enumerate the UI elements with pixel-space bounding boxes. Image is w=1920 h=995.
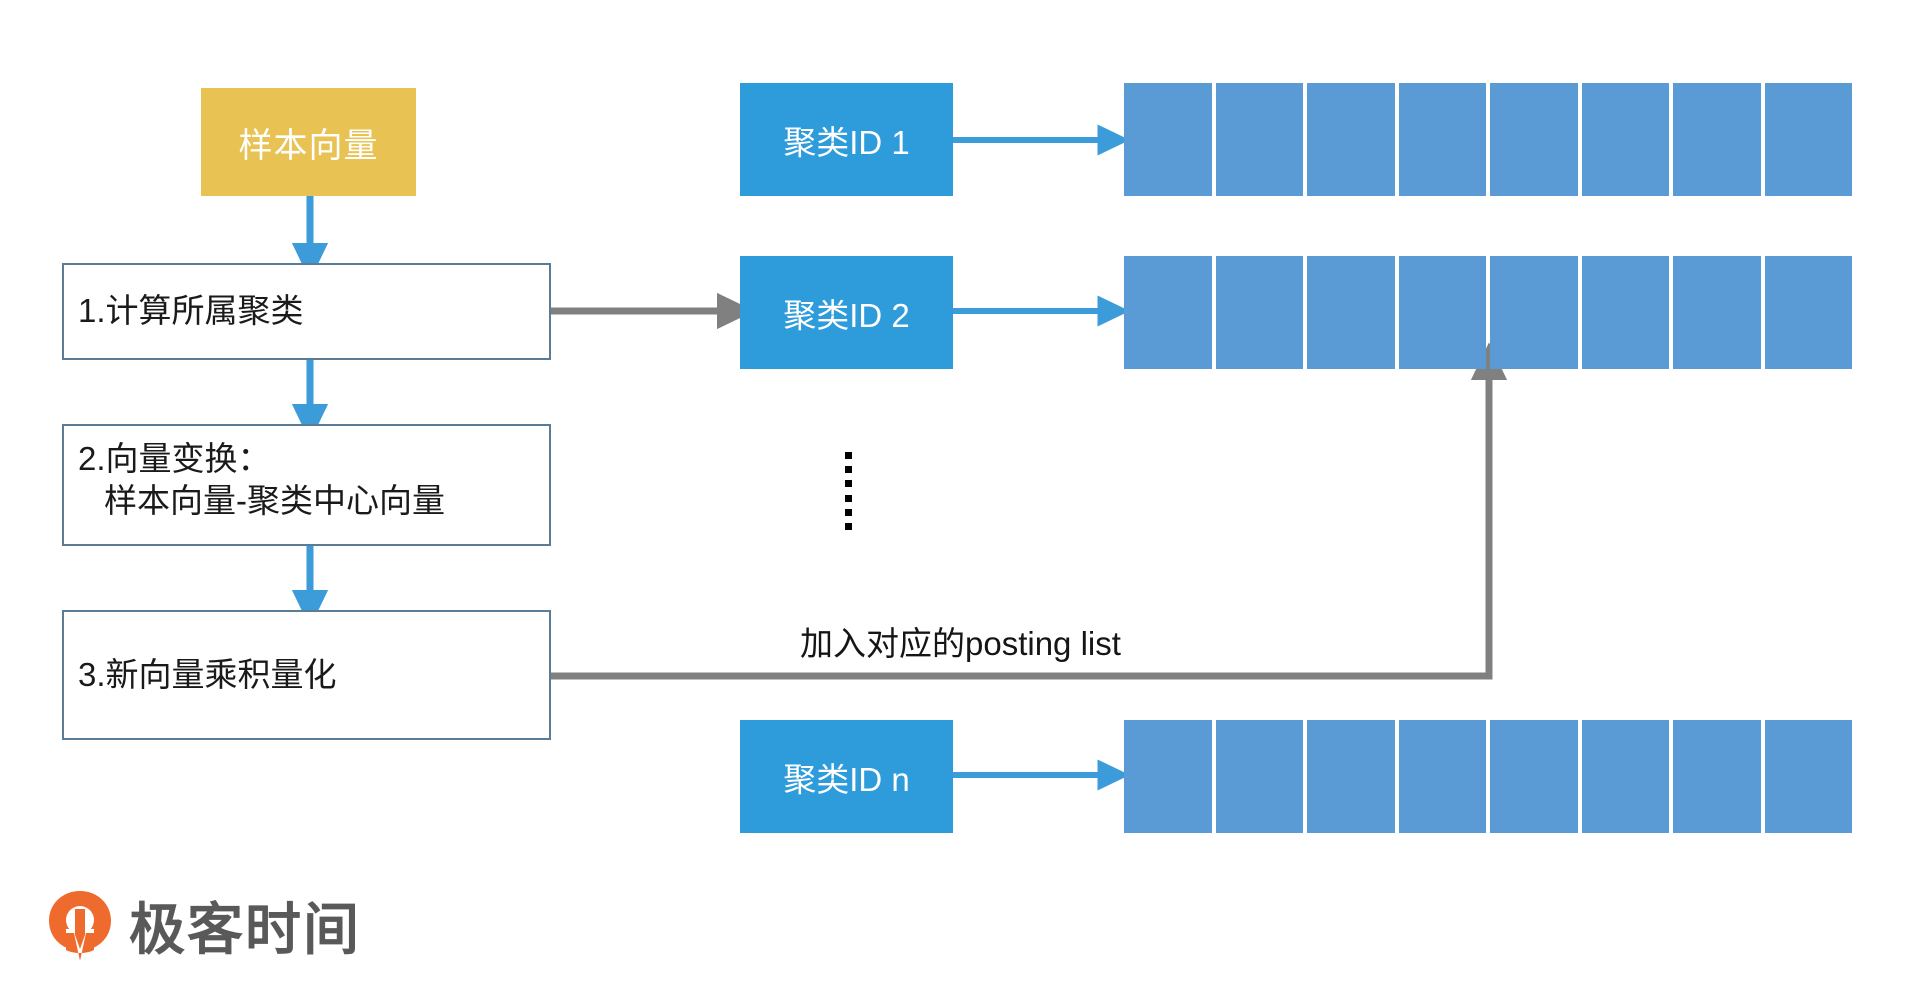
posting-list-cell[interactable] [1673, 83, 1761, 196]
sample-vector-label: 样本向量 [238, 126, 379, 165]
sample-vector-box[interactable]: 样本向量 [201, 88, 416, 196]
posting-list-cell[interactable] [1581, 83, 1669, 196]
step-box-2-label-line2: 样本向量-聚类中心向量 [104, 482, 445, 520]
posting-list-cell[interactable] [1124, 720, 1212, 833]
posting-list-cell[interactable] [1581, 256, 1669, 369]
ellipsis-dot [844, 494, 852, 502]
posting-list-cell[interactable] [1307, 256, 1395, 369]
step-box-1[interactable]: 1.计算所属聚类 [62, 263, 551, 360]
posting-list-cell[interactable] [1764, 83, 1852, 196]
posting-list-cell[interactable] [1581, 720, 1669, 833]
step-box-1-label: 1.计算所属聚类 [78, 292, 304, 330]
ellipsis-dot [844, 466, 852, 474]
posting-list-cell[interactable] [1215, 256, 1303, 369]
step-box-2-label-line1: 2.向量变换： [78, 440, 271, 477]
posting-list-cell[interactable] [1124, 83, 1212, 196]
brand-logo-text: 极客时间 [129, 898, 361, 963]
geekbang-logo-icon [49, 890, 111, 961]
posting-list-cell[interactable] [1307, 83, 1395, 196]
step-box-3[interactable]: 3.新向量乘积量化 [62, 610, 551, 740]
posting-list-cell[interactable] [1490, 83, 1578, 196]
ellipsis-dot [844, 508, 852, 516]
cluster-id-label-2: 聚类ID 2 [783, 296, 910, 334]
posting-list-cell[interactable] [1398, 83, 1486, 196]
posting-edge-label: 加入对应的posting list [800, 625, 1121, 662]
posting-list-row-n [1124, 720, 1852, 833]
posting-list-cell[interactable] [1124, 256, 1212, 369]
cluster-id-box-1[interactable]: 聚类ID 1 [740, 83, 953, 196]
posting-list-cell[interactable] [1307, 720, 1395, 833]
cluster-id-box-2[interactable]: 聚类ID 2 [740, 256, 953, 369]
posting-list-row-2 [1124, 256, 1852, 369]
posting-list-cell[interactable] [1398, 256, 1486, 369]
posting-list-cell[interactable] [1490, 720, 1578, 833]
cluster-id-label-n: 聚类ID n [783, 760, 910, 798]
posting-list-cell[interactable] [1764, 720, 1852, 833]
brand-logo: 极客时间 [45, 885, 361, 966]
step-box-2[interactable]: 2.向量变换： 样本向量-聚类中心向量 [62, 424, 551, 546]
step-box-3-label: 3.新向量乘积量化 [78, 655, 337, 693]
posting-list-cell[interactable] [1215, 720, 1303, 833]
cluster-id-label-1: 聚类ID 1 [783, 123, 910, 161]
posting-list-cell[interactable] [1764, 256, 1852, 369]
posting-list-cell[interactable] [1673, 720, 1761, 833]
posting-list-cell[interactable] [1398, 720, 1486, 833]
vertical-ellipsis-icon [843, 452, 853, 530]
ellipsis-dot [844, 522, 852, 530]
cluster-id-box-n[interactable]: 聚类ID n [740, 720, 953, 833]
arrow-step3-to-posting-list [551, 342, 1508, 680]
posting-list-row-1 [1124, 83, 1852, 196]
posting-list-cell[interactable] [1673, 256, 1761, 369]
posting-list-cell[interactable] [1215, 83, 1303, 196]
ellipsis-dot [844, 480, 852, 488]
posting-list-cell[interactable] [1490, 256, 1578, 369]
ellipsis-dot [844, 452, 852, 459]
